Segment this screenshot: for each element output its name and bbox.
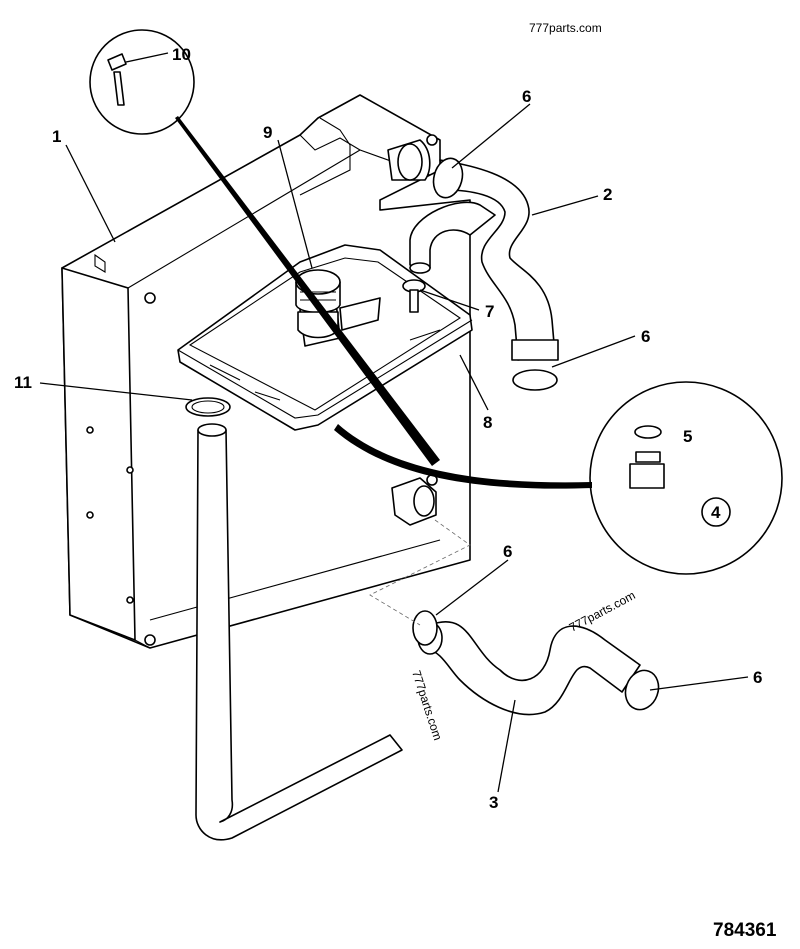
watermark-top: 777parts.com: [529, 21, 602, 35]
callout-3: 3: [489, 793, 498, 812]
tank-connector: [402, 279, 426, 313]
callout-6-top: 6: [522, 87, 531, 106]
upper-hose: [387, 139, 559, 361]
callout-labels: 1 9 10 6 2 7 6 11 8 5 4 6 6 3: [14, 45, 762, 812]
callout-1: 1: [52, 127, 61, 146]
callout-6-lower: 6: [753, 668, 762, 687]
hose-clip: [185, 397, 231, 417]
callout-4: 4: [711, 503, 721, 522]
dashed-guides: [369, 519, 471, 626]
callout-11: 11: [14, 373, 32, 392]
callout-6-right: 6: [641, 327, 650, 346]
callout-7: 7: [485, 302, 494, 321]
watermark-mid: 777parts.com: [567, 588, 638, 634]
lower-hose: [417, 621, 641, 716]
callout-9: 9: [263, 123, 272, 142]
bolt-detail-circle: [89, 29, 440, 466]
callout-8: 8: [483, 413, 492, 432]
callout-2: 2: [603, 185, 612, 204]
callout-10: 10: [172, 45, 191, 64]
hose-clamps: [412, 157, 660, 711]
vertical-hose: [195, 423, 403, 841]
drawing-number: 784361: [713, 920, 777, 941]
plug-detail-circle: [334, 381, 783, 575]
watermark-lower: 777parts.com: [409, 669, 445, 742]
callout-6-mid: 6: [503, 542, 512, 561]
callout-5: 5: [683, 427, 692, 446]
